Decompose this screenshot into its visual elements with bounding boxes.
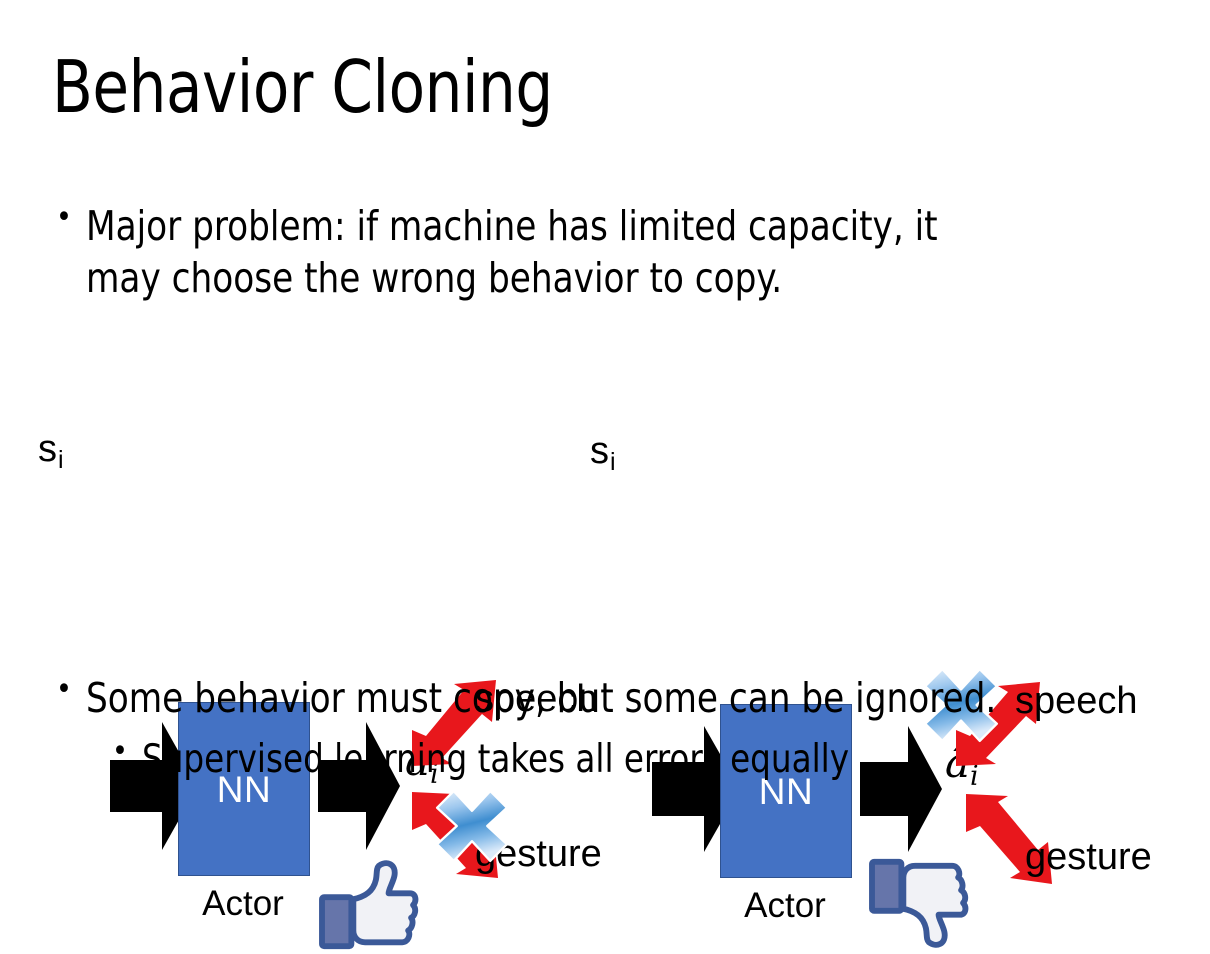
bullet-top-text: Major problem: if machine has limited ca… [85, 202, 938, 302]
cross-icon-gesture-left [434, 788, 510, 864]
diagram-right: si NN Actor âi [570, 330, 1170, 948]
branch-arrow-speech-left [408, 680, 500, 770]
branch-label-speech-left: speech [475, 678, 598, 720]
input-arrow-left [110, 722, 198, 850]
bullet-bottom-2: • Supervised learning takes all errors e… [112, 734, 1202, 786]
branch-arrow-gesture-right [962, 792, 1058, 884]
slide-canvas: Behavior Cloning • Major problem: if mac… [10, 45, 1202, 950]
bullet-marker-icon: • [56, 672, 72, 707]
nn-box-label-right: NN [758, 770, 814, 812]
bullet-bottom-1: • Some behavior must copy, but some can … [56, 672, 1196, 724]
actor-label-right: Actor [744, 886, 826, 925]
branch-label-speech-right: speech [1015, 680, 1138, 722]
state-label-left: si [38, 428, 64, 474]
diagram-left: si NN Actor âi [10, 330, 610, 950]
state-label-right: si [590, 430, 616, 476]
branch-label-gesture-right: gesture [1025, 836, 1152, 878]
bullet-bottom-2-text: Supervised learning takes all errors equ… [141, 737, 849, 782]
cross-icon-speech-right [922, 666, 1000, 744]
bullet-bottom-1-text: Some behavior must copy, but some can be… [85, 674, 997, 722]
input-arrow-right [652, 726, 740, 852]
nn-box-left: NN [178, 702, 310, 876]
nn-box-label-left: NN [216, 768, 272, 810]
output-arrow-left [318, 722, 400, 850]
thumbs-up-icon [319, 860, 419, 954]
bullet-marker-icon: • [56, 200, 72, 235]
nn-box-right: NN [720, 704, 852, 878]
actor-label-left: Actor [202, 884, 284, 923]
thumbs-down-icon [869, 854, 969, 948]
bullet-marker-icon: • [112, 734, 128, 769]
page-title: Behavior Cloning [52, 45, 553, 129]
bullet-top: • Major problem: if machine has limited … [56, 200, 1156, 304]
output-arrow-right [860, 726, 942, 852]
